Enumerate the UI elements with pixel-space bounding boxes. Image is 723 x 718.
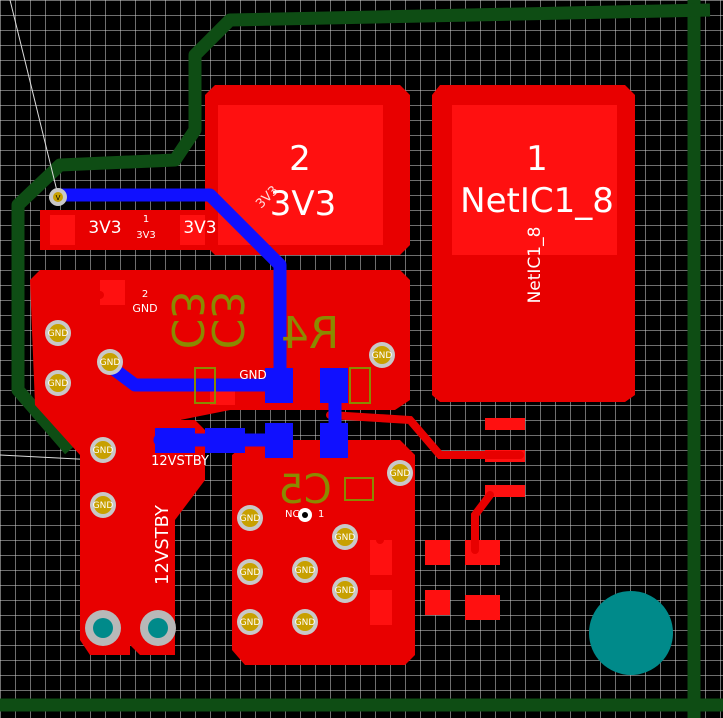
via — [45, 370, 71, 396]
silk-c3: C3 — [201, 291, 252, 350]
gnd-area — [30, 270, 410, 655]
pad1-number: 1 — [526, 139, 548, 179]
silkscreen — [194, 367, 374, 501]
via — [90, 492, 116, 518]
via — [332, 577, 358, 603]
svg-text:GND: GND — [93, 446, 114, 456]
silk-c5: C5 — [278, 467, 331, 513]
pin2-net: GND — [132, 302, 157, 315]
pad2-number: 2 — [289, 139, 311, 179]
svg-text:GND: GND — [372, 351, 393, 361]
via — [292, 609, 318, 635]
pad1-net: NetIC1_8 — [460, 181, 614, 221]
pin2-label: 2 — [142, 289, 148, 300]
via — [237, 559, 263, 585]
tht-holes — [85, 591, 673, 675]
mounting-hole — [589, 591, 673, 675]
pad2-net: 3V3 — [270, 184, 337, 224]
silk-c3-b: C3 — [161, 291, 212, 350]
gnd-block — [232, 440, 415, 665]
strip-3v3 — [40, 210, 210, 250]
gnd-mid-label: GND — [239, 368, 267, 382]
gnd-vias — [45, 320, 413, 635]
svg-text:GND: GND — [335, 586, 356, 596]
pin1-net: 3V3 — [136, 230, 156, 241]
signal-via: V — [49, 188, 67, 206]
pin1-label: 1 — [143, 214, 149, 225]
svg-text:GND: GND — [295, 566, 316, 576]
nc-pin-label: 1 — [318, 509, 324, 520]
blue-pads — [155, 368, 348, 458]
svg-text:GND: GND — [240, 618, 261, 628]
svg-text:GND: GND — [100, 358, 121, 368]
svg-text:GND: GND — [93, 501, 114, 511]
via — [237, 609, 263, 635]
nc-pin — [298, 508, 312, 522]
vstby-v-label: 12VSTBY — [152, 504, 173, 585]
svg-text:V: V — [56, 194, 61, 202]
via — [45, 320, 71, 346]
svg-text:GND: GND — [390, 469, 411, 479]
via — [332, 524, 358, 550]
via — [369, 342, 395, 368]
via — [292, 557, 318, 583]
nc-label: NC — [285, 509, 299, 520]
svg-text:GND: GND — [240, 514, 261, 524]
vertical-net-label: NetIC1_8 — [525, 227, 545, 304]
vstby-h-label: 12VSTBY — [151, 454, 209, 469]
via — [387, 460, 413, 486]
via-labels: GND GND GND GND GND GND GND GND GND GND … — [48, 329, 411, 628]
silk-r4: R4 — [281, 308, 340, 359]
net-3v3-b: 3V3 — [183, 218, 216, 238]
ratsnest-line — [9, 0, 59, 196]
via — [90, 437, 116, 463]
via — [237, 505, 263, 531]
net-3v3-a: 3V3 — [88, 218, 121, 238]
svg-text:GND: GND — [48, 329, 69, 339]
svg-text:GND: GND — [48, 379, 69, 389]
svg-text:GND: GND — [295, 618, 316, 628]
vstby-column — [130, 420, 205, 655]
red-traces — [56, 286, 539, 554]
svg-text:GND: GND — [335, 533, 356, 543]
via — [97, 349, 123, 375]
svg-text:GND: GND — [240, 568, 261, 578]
